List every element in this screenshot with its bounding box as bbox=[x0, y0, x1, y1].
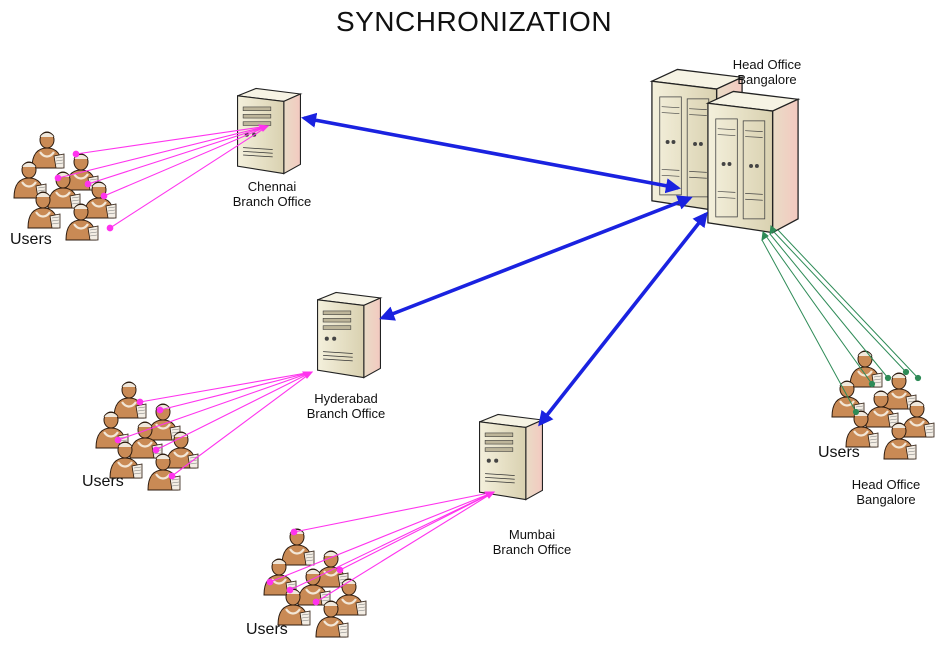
mumbai-user-links bbox=[266, 491, 496, 606]
hyderabad-branch-label: Hyderabad Branch Office bbox=[296, 391, 396, 422]
sync-link-hyderabad bbox=[379, 195, 693, 321]
chennai-user-links bbox=[54, 124, 270, 232]
head-office-user-links bbox=[761, 225, 922, 416]
head-office-users-line2: Bangalore bbox=[856, 491, 916, 507]
head-office-label: Head Office Bangalore bbox=[712, 57, 822, 88]
users-label-chennai: Users bbox=[10, 231, 52, 248]
branch-name: Chennai bbox=[247, 179, 297, 194]
users-label-hyderabad: Users bbox=[82, 473, 124, 490]
head-office-label-line2: Bangalore bbox=[737, 71, 797, 87]
mumbai-branch-label: Mumbai Branch Office bbox=[482, 527, 582, 558]
hyderabad-user-links bbox=[114, 371, 314, 480]
branch-name: Hyderabad bbox=[314, 391, 378, 406]
sync-link-chennai bbox=[301, 112, 681, 194]
branch-type: Branch Office bbox=[306, 405, 386, 421]
mumbai-server-icon bbox=[478, 413, 544, 501]
users-label-head: Users bbox=[818, 444, 860, 461]
branch-name: Mumbai bbox=[508, 527, 556, 542]
head-office-server-icon-2 bbox=[707, 90, 799, 234]
chennai-branch-label: Chennai Branch Office bbox=[222, 179, 322, 210]
users-group-head bbox=[832, 351, 934, 459]
head-office-users-line1: Head Office bbox=[851, 477, 921, 492]
head-office-users-label: Head Office Bangalore bbox=[836, 477, 936, 508]
branch-type: Branch Office bbox=[492, 541, 572, 557]
branch-type: Branch Office bbox=[232, 193, 312, 209]
users-group-chennai bbox=[14, 132, 116, 240]
sync-links bbox=[301, 112, 708, 427]
head-office-label-line1: Head Office bbox=[732, 57, 802, 72]
users-label-mumbai: Users bbox=[246, 621, 288, 638]
sync-link-mumbai bbox=[538, 211, 708, 427]
hyderabad-server-icon bbox=[316, 291, 382, 379]
page-title: SYNCHRONIZATION bbox=[335, 6, 613, 37]
